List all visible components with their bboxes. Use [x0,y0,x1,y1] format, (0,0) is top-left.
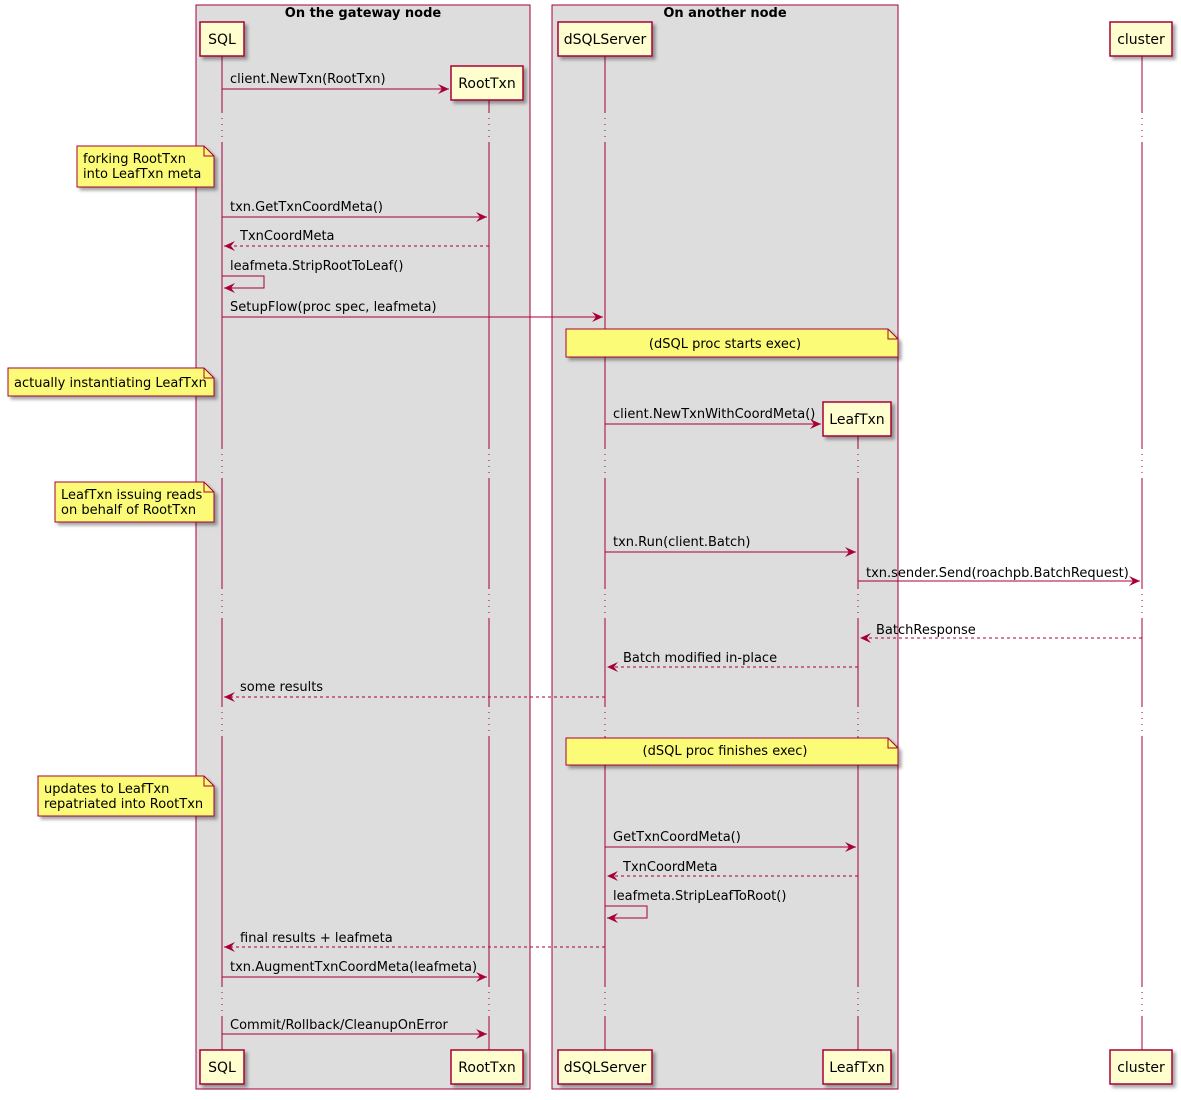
note-dsql-proc-finishes-text: (dSQL proc finishes exec) [643,744,808,759]
message-commit-rollback-label: Commit/Rollback/CleanupOnError [230,1018,449,1033]
participant-roottxn-bottom[interactable]: RootTxn [450,1049,524,1085]
participant-leaftxn-bottom[interactable]: LeafTxn [822,1049,892,1085]
note-dsql-proc-starts-text: (dSQL proc starts exec) [649,337,801,352]
note-forking-roottxn-line2: into LeafTxn meta [83,167,201,182]
message-batch-modified-label: Batch modified in-place [623,651,777,666]
participant-cluster-label: cluster [1117,32,1165,48]
message-strip-root-to-leaf: leafmeta.StripRootToLeaf() [222,259,403,293]
message-some-results: some results [224,680,605,702]
message-batch-modified: Batch modified in-place [607,651,858,672]
participant-cluster-top[interactable]: cluster [1109,21,1173,57]
message-txn-run-label: txn.Run(client.Batch) [613,535,750,550]
note-forking-roottxn: forking RootTxn into LeafTxn meta [76,145,215,188]
message-get-txn-coord-meta-label: txn.GetTxnCoordMeta() [230,200,383,215]
participant-sql-label: SQL [208,32,236,48]
message-new-txn: client.NewTxn(RootTxn) [222,72,449,94]
message-txn-coord-meta-leaf-return-label: TxnCoordMeta [622,860,718,875]
note-leaftxn-issuing-reads: LeafTxn issuing reads on behalf of RootT… [54,481,215,523]
note-leaftxn-issuing-reads-line2: on behalf of RootTxn [61,503,196,518]
message-txn-coord-meta-return-label: TxnCoordMeta [239,229,335,244]
note-updates-repatriated-line2: repatriated into RootTxn [44,797,203,812]
message-new-txn-with-coord-meta-label: client.NewTxnWithCoordMeta() [613,407,815,422]
participant-dsqlserver-top[interactable]: dSQLServer [557,21,653,57]
box-another-node [551,4,899,1090]
message-get-txn-coord-meta-leaf-label: GetTxnCoordMeta() [613,830,741,845]
message-sender-send-label: txn.sender.Send(roachpb.BatchRequest) [866,566,1129,581]
message-setup-flow-label: SetupFlow(proc spec, leafmeta) [230,300,437,315]
participant-dsqlserver-label-bottom: dSQLServer [564,1060,647,1076]
message-get-txn-coord-meta: txn.GetTxnCoordMeta() [222,200,487,222]
note-forking-roottxn-line1: forking RootTxn [83,152,186,167]
participant-sql-bottom[interactable]: SQL [199,1049,245,1085]
participant-leaftxn-top[interactable]: LeafTxn [822,401,892,437]
note-leaftxn-issuing-reads-line1: LeafTxn issuing reads [61,488,202,503]
participant-dsqlserver-bottom[interactable]: dSQLServer [557,1049,653,1085]
message-new-txn-with-coord-meta: client.NewTxnWithCoordMeta() [605,407,821,429]
note-instantiating-leaftxn: actually instantiating LeafTxn [7,367,215,397]
participant-dsqlserver-label: dSQLServer [564,32,647,48]
participant-roottxn-label: RootTxn [458,76,515,92]
message-strip-leaf-to-root: leafmeta.StripLeafToRoot() [605,889,786,923]
message-strip-root-to-leaf-label: leafmeta.StripRootToLeaf() [230,259,403,274]
message-get-txn-coord-meta-leaf: GetTxnCoordMeta() [605,830,856,852]
note-updates-repatriated: updates to LeafTxn repatriated into Root… [37,775,215,817]
participant-roottxn-top[interactable]: RootTxn [450,65,524,101]
message-sender-send: txn.sender.Send(roachpb.BatchRequest) [858,566,1140,586]
note-dsql-proc-finishes: (dSQL proc finishes exec) [565,737,899,766]
note-instantiating-leaftxn-text: actually instantiating LeafTxn [14,376,207,391]
message-augment-txn-coord-meta: txn.AugmentTxnCoordMeta(leafmeta) [222,960,487,982]
message-setup-flow: SetupFlow(proc spec, leafmeta) [222,300,603,322]
participant-leaftxn-label: LeafTxn [829,412,884,428]
message-final-results: final results + leafmeta [224,931,605,952]
message-txn-run: txn.Run(client.Batch) [605,535,856,557]
participant-sql-label-bottom: SQL [208,1060,236,1076]
message-some-results-label: some results [240,680,323,695]
message-final-results-label: final results + leafmeta [240,931,393,946]
note-updates-repatriated-line1: updates to LeafTxn [44,782,169,797]
participant-cluster-bottom[interactable]: cluster [1109,1049,1173,1085]
message-augment-txn-coord-meta-label: txn.AugmentTxnCoordMeta(leafmeta) [230,960,477,975]
message-txn-coord-meta-return: TxnCoordMeta [224,229,489,251]
participant-roottxn-label-bottom: RootTxn [458,1060,515,1076]
participant-cluster-label-bottom: cluster [1117,1060,1165,1076]
message-batch-response: BatchResponse [860,623,1142,643]
message-strip-leaf-to-root-label: leafmeta.StripLeafToRoot() [613,889,786,904]
box-gateway-title: On the gateway node [285,6,442,21]
message-txn-coord-meta-leaf-return: TxnCoordMeta [607,860,858,881]
box-another-title: On another node [663,6,787,21]
message-new-txn-label: client.NewTxn(RootTxn) [230,72,386,87]
message-commit-rollback: Commit/Rollback/CleanupOnError [222,1018,487,1039]
note-dsql-proc-starts: (dSQL proc starts exec) [565,328,899,358]
box-gateway-node [195,4,531,1090]
participant-sql-top[interactable]: SQL [199,21,245,57]
participant-leaftxn-label-bottom: LeafTxn [829,1060,884,1076]
message-batch-response-label: BatchResponse [876,623,976,638]
